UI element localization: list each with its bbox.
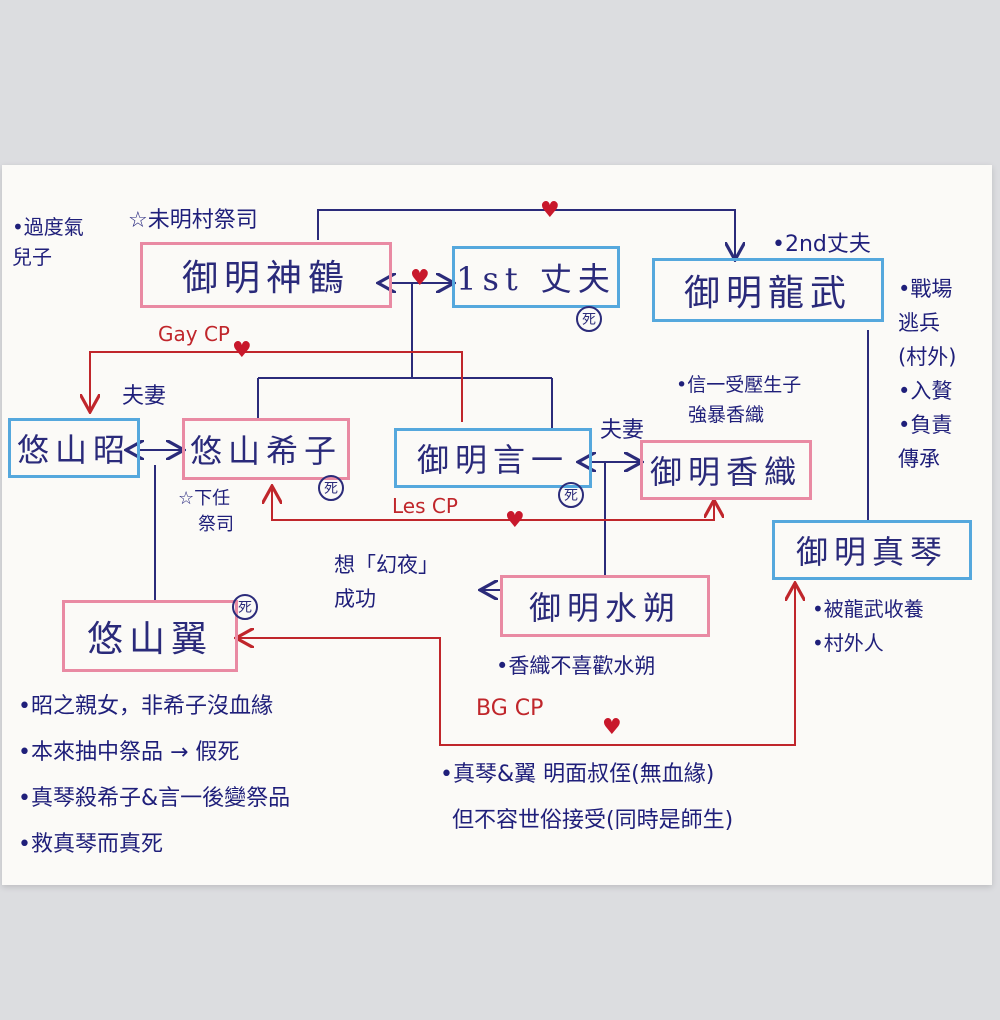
note-kaori: •信一受壓生子 強暴香織 [676, 370, 801, 430]
note-line: 但不容世俗接受(同時是師生) [452, 808, 734, 833]
node-kaori: 御明香織 [640, 440, 812, 500]
heart-icon: ♥ [602, 715, 622, 740]
node-kiko: 悠山希子 [182, 418, 350, 480]
note-line: 強暴香織 [688, 404, 765, 426]
line-bg-cp [238, 590, 796, 746]
label-bg-cp: BG CP [476, 696, 544, 721]
note-line: 傳承 [898, 447, 940, 471]
heart-icon: ♥ [410, 266, 430, 291]
line-les-cp [271, 492, 714, 521]
note-line: (村外) [898, 345, 957, 369]
note-line: •被龍武收養 [812, 597, 924, 621]
note-line: •真琴殺希子&言一後變祭品 [18, 786, 291, 811]
label-les-cp: Les CP [392, 494, 458, 518]
label-couple-right: 夫妻 [600, 418, 645, 443]
note-line: •負責 [898, 413, 953, 437]
note-line: 想「幻夜」 [334, 553, 439, 577]
note-line: •信一受壓生子 [676, 374, 802, 396]
heart-icon: ♥ [232, 338, 252, 363]
note-line: •昭之親女，非希子沒血緣 [18, 694, 273, 719]
node-shoumei: 悠山昭 [8, 418, 140, 478]
node-tsubasa: 悠山翼 [62, 600, 238, 672]
note-ryubu: •戰場 逃兵 (村外) •入贅 •負責 傳承 [898, 272, 956, 476]
note-line: •入贅 [898, 379, 953, 403]
node-genichi: 御明言一 [394, 428, 592, 488]
paper-sheet [2, 165, 992, 885]
heart-icon: ♥ [540, 198, 560, 223]
line-priest-to-ryubu [317, 209, 735, 258]
note-line: •本來抽中祭品 → 假死 [18, 740, 240, 765]
label-couple-left: 夫妻 [122, 384, 167, 409]
note-line: •戰場 [898, 277, 953, 301]
note-line: •真琴&翼 明面叔侄(無血緣) [440, 762, 715, 787]
note-mizusaku: •香織不喜歡水朔 [496, 654, 656, 678]
node-ryubu: 御明龍武 [652, 258, 884, 322]
note-line: 成功 [334, 587, 376, 611]
dead-mark-husband1: 死 [576, 306, 602, 332]
node-makoto: 御明真琴 [772, 520, 972, 580]
dead-mark-tsubasa: 死 [232, 594, 258, 620]
note-line: ☆下任 [178, 488, 231, 509]
note-son: •過度氣兒子 [12, 215, 84, 269]
note-line: •村外人 [812, 631, 884, 655]
note-line: 祭司 [198, 514, 234, 535]
node-shinkaku: 御明神鶴 [140, 242, 392, 308]
note-line: 逃兵 [898, 311, 940, 335]
node-husband1: 1st 丈夫 [452, 246, 620, 308]
node-mizusaku: 御明水朔 [500, 575, 710, 637]
note-bg: •真琴&翼 明面叔侄(無血緣) 但不容世俗接受(同時是師生) [440, 752, 733, 844]
dead-mark-genichi: 死 [558, 482, 584, 508]
note-priest: ☆未明村祭司 [128, 208, 258, 233]
label-gay-cp: Gay CP [158, 322, 230, 346]
note-line: •救真琴而真死 [18, 832, 163, 857]
note-mizusaku-left: 想「幻夜」 成功 [334, 548, 439, 616]
note-tsubasa: •昭之親女，非希子沒血緣 •本來抽中祭品 → 假死 •真琴殺希子&言一後變祭品 … [18, 684, 290, 868]
dead-mark-kiko: 死 [318, 475, 344, 501]
line-gay-cp [90, 351, 463, 422]
note-makoto: •被龍武收養 •村外人 [812, 592, 924, 660]
note-kiko: ☆下任 祭司 [178, 486, 234, 538]
note-husband2: •2nd丈夫 [772, 232, 871, 257]
heart-icon: ♥ [505, 508, 525, 533]
